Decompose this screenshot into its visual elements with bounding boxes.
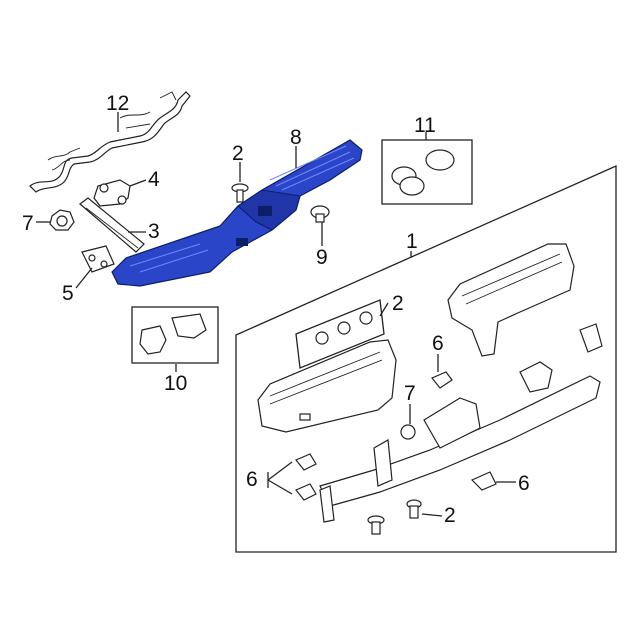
part-7-nut-left: [49, 209, 75, 231]
callout-4: 4: [148, 168, 160, 191]
leader-lines: [36, 112, 516, 517]
callout-9: 9: [316, 246, 328, 269]
part-2-pin-top: [231, 183, 249, 203]
callout-8: 8: [290, 126, 302, 149]
part-3-reinforcement: [79, 197, 145, 253]
part-12-wire-harness: [29, 91, 191, 193]
callout-7-mid: 7: [404, 382, 416, 405]
part-11-box: [381, 139, 473, 205]
callout-6-right: 6: [518, 472, 530, 495]
callout-3: 3: [148, 220, 160, 243]
part-6-nuts: [295, 371, 497, 501]
part-8-step-pad: [111, 139, 363, 287]
callout-7-left: 7: [22, 212, 34, 235]
part-2-bolts-bottom: [367, 499, 422, 535]
callout-2-bottom: 2: [444, 504, 456, 527]
callout-10: 10: [164, 372, 187, 395]
part-2-pin-box: [295, 299, 385, 369]
bumper-right-end: [447, 243, 575, 357]
callout-11: 11: [414, 114, 436, 137]
callout-6-right-top: 6: [432, 332, 444, 355]
frame-bracket: [319, 323, 603, 523]
assembly-box-outline: [235, 164, 617, 553]
part-9-retainer: [310, 205, 330, 223]
callout-labels: 12 8 2 11 4 7 3 9 1 5 2 10 6 7 6 6 2: [22, 92, 530, 527]
callout-12: 12: [106, 92, 129, 115]
part-4-bracket: [93, 179, 131, 207]
part-5-plate: [81, 245, 115, 273]
callout-6-left: 6: [246, 468, 258, 491]
callout-2-top: 2: [232, 142, 244, 165]
callout-5: 5: [62, 282, 74, 305]
callout-2-mid: 2: [392, 292, 404, 315]
part-10-box: [131, 306, 219, 364]
callout-1: 1: [406, 230, 418, 253]
bumper-left-end: [257, 339, 397, 433]
